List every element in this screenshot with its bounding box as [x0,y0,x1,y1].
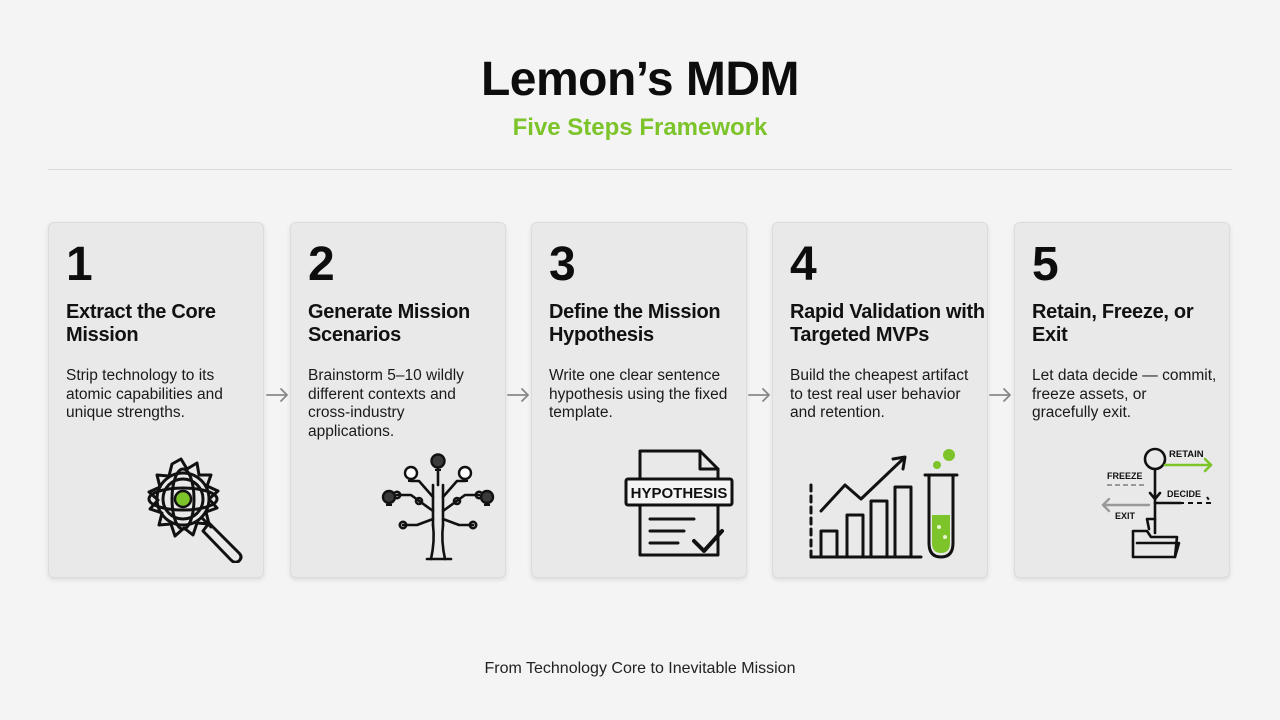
growth-chart-test-tube-icon [809,449,959,559]
hypothesis-label: HYPOTHESIS [631,485,728,502]
step-number: 2 [308,238,335,291]
exit-label: EXIT [1115,511,1136,521]
step-card-1: 1 Extract the Core Mission Strip technol… [48,222,264,578]
step-title: Rapid Validation with Targeted MVPs [790,301,985,346]
step-title: Extract the Core Mission [66,301,216,346]
step-description: Write one clear sentence hypothesis usin… [549,367,728,421]
footer-caption: From Technology Core to Inevitable Missi… [484,660,796,677]
arrow-right-icon [748,388,770,402]
step-card-3: 3 Define the Mission Hypothesis Write on… [531,222,747,578]
idea-tree-icon [381,453,495,561]
step-number: 5 [1032,238,1059,291]
hypothesis-document-icon: HYPOTHESIS [624,449,734,557]
step-title: Retain, Freeze, or Exit [1032,301,1194,346]
arrow-right-icon [989,388,1011,402]
arrow-right-icon [266,388,288,402]
step-description: Build the cheapest artifact to test real… [790,367,969,421]
step-title: Generate Mission Scenarios [308,301,470,346]
step-description: Brainstorm 5–10 wildly different context… [308,367,464,440]
retain-label: RETAIN [1169,449,1204,460]
decide-label: DECIDE [1167,489,1201,499]
arrow-right-icon [507,388,529,402]
step-card-5: 5 Retain, Freeze, or Exit Let data decid… [1014,222,1230,578]
step-number: 4 [790,238,817,291]
step-description: Let data decide — commit, freeze assets,… [1032,367,1217,421]
step-description: Strip technology to its atomic capabilit… [66,367,223,421]
page-subtitle: Five Steps Framework [512,114,768,141]
page-title: Lemon’s MDM [480,53,800,106]
freeze-label: FREEZE [1107,471,1143,481]
decision-flow-icon: RETAIN FREEZE DECIDE EXIT [1101,447,1213,559]
step-card-4: 4 Rapid Validation with Targeted MVPs Bu… [772,222,988,578]
step-number: 1 [66,238,93,291]
magnifier-gear-icon [147,457,243,563]
step-card-2: 2 Generate Mission Scenarios Brainstorm … [290,222,506,578]
step-title: Define the Mission Hypothesis [549,301,721,346]
header-divider [48,169,1232,170]
step-number: 3 [549,238,576,291]
